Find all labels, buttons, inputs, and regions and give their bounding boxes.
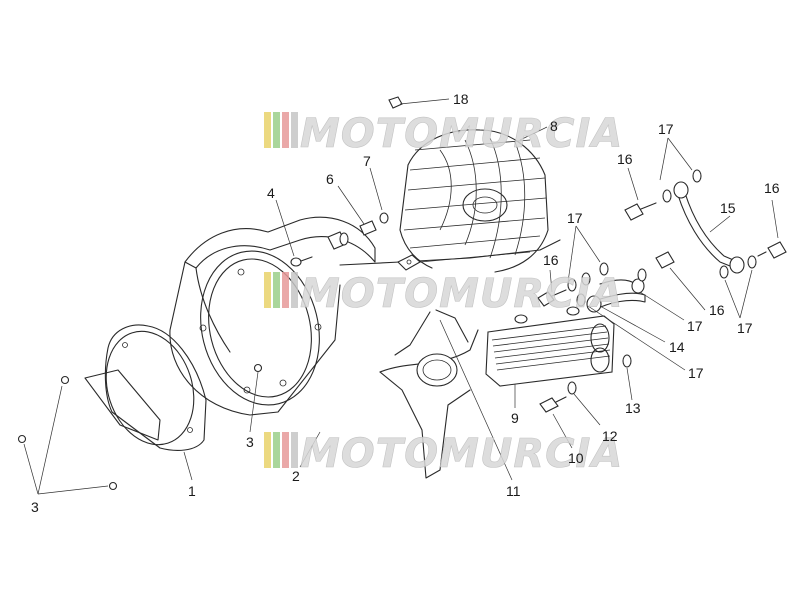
- watermark-stripe: [264, 432, 271, 468]
- callout-4: 4: [267, 185, 275, 201]
- oil-pipe-15: [624, 169, 787, 279]
- screws-3: [17, 363, 263, 491]
- watermark-stripe: [264, 272, 271, 308]
- callout-17-bottom: 17: [688, 365, 704, 381]
- watermark-stripe: [282, 112, 289, 148]
- callout-1: 1: [188, 483, 196, 499]
- callout-3-left: 3: [31, 499, 39, 515]
- callout-6: 6: [326, 171, 334, 187]
- watermark-stripe: [273, 112, 280, 148]
- screw-4: [290, 256, 313, 267]
- callout-14: 14: [669, 339, 685, 355]
- watermark-text: MOTOMURCIA: [300, 431, 623, 477]
- callout-11: 11: [506, 483, 521, 499]
- callout-16-right: 16: [764, 180, 780, 196]
- callout-3-mid: 3: [246, 434, 254, 450]
- retaining-clip-18: [388, 96, 403, 109]
- oil-cooler: [485, 306, 615, 387]
- fan-shroud-housing: [169, 216, 376, 416]
- callout-12: 12: [602, 428, 618, 444]
- callout-17-pipe: 17: [687, 318, 703, 334]
- watermark-stripe: [291, 432, 298, 468]
- watermark-middle: MOTOMURCIA: [264, 271, 623, 317]
- callout-15: 15: [720, 200, 736, 216]
- watermark-text: MOTOMURCIA: [300, 111, 623, 157]
- watermark-top: MOTOMURCIA: [264, 111, 623, 157]
- callout-18: 18: [453, 91, 469, 107]
- watermark-stripe: [273, 432, 280, 468]
- callout-2: 2: [292, 468, 300, 484]
- watermark-stripe: [264, 112, 271, 148]
- callout-16-top: 16: [617, 151, 633, 167]
- screw-10-washer-12-13: [539, 354, 632, 413]
- leader-lines: [23, 98, 779, 495]
- watermark-stripe: [273, 272, 280, 308]
- crankcase-section: [339, 239, 561, 479]
- watermark-stripe: [282, 272, 289, 308]
- callout-9: 9: [511, 410, 519, 426]
- small-bracket: [397, 254, 421, 271]
- watermark-text: MOTOMURCIA: [300, 271, 623, 317]
- watermark-stripe: [282, 432, 289, 468]
- spacer-6-washer-7: [327, 212, 389, 250]
- callout-16-pipe: 16: [709, 302, 725, 318]
- inlet-cover: [84, 324, 207, 451]
- cooling-fan: [399, 129, 549, 273]
- callout-13: 13: [625, 400, 641, 416]
- callout-10: 10: [568, 450, 584, 466]
- watermark-bottom: MOTOMURCIA: [264, 431, 623, 477]
- callout-17-mid: 17: [567, 210, 583, 226]
- oil-pipe-14: [537, 251, 675, 313]
- watermark-stripe: [291, 272, 298, 308]
- callout-7: 7: [363, 153, 371, 169]
- callout-17-top: 17: [658, 121, 674, 137]
- watermark-stripe: [291, 112, 298, 148]
- callout-16-mid: 16: [543, 252, 559, 268]
- callout-labels: 18 8 17 16 7 6 4 15 16 17 16 16 17 14 17…: [31, 91, 780, 515]
- callout-17-right: 17: [737, 320, 753, 336]
- callout-8: 8: [550, 118, 558, 134]
